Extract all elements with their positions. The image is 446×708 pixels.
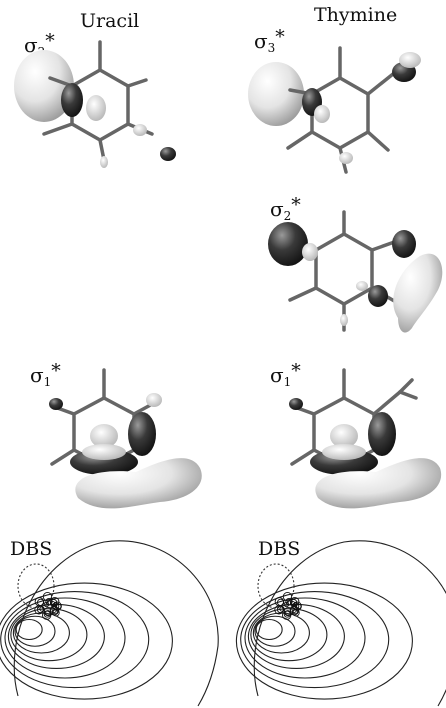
- negative-lobe: [61, 83, 83, 117]
- positive-lobe-small: [339, 152, 353, 164]
- positive-lobe-small: [302, 243, 318, 261]
- contour-line: [253, 540, 446, 707]
- positive-lobe-small: [100, 156, 108, 168]
- column-title-thymine: Thymine: [314, 4, 398, 26]
- positive-lobe: [393, 253, 443, 333]
- uracil-dbs-contour-plot: [0, 540, 219, 707]
- label-thymine-sigma1: σ1*: [270, 360, 301, 389]
- positive-lobe: [248, 62, 304, 126]
- contour-line: [235, 582, 413, 700]
- core-contour-line: [34, 605, 44, 615]
- core-contour-line: [50, 597, 60, 607]
- contour-line: [0, 582, 173, 700]
- positive-lobe-small: [330, 424, 358, 448]
- negative-lobe: [128, 412, 156, 456]
- negative-lobe: [368, 412, 396, 456]
- core-contour-line: [56, 603, 62, 610]
- positive-lobe-small: [322, 444, 366, 460]
- core-contour-line: [282, 610, 292, 620]
- column-title-uracil: Uracil: [80, 10, 140, 32]
- contour-line: [4, 597, 126, 679]
- negative-lobe-small: [289, 398, 303, 410]
- negative-lobe-small: [160, 147, 176, 161]
- label-thymine-sigma3: σ3*: [254, 26, 285, 55]
- contour-line: [255, 618, 283, 641]
- label-uracil-sigma1: σ1*: [30, 360, 61, 389]
- negative-contour-line: [17, 563, 55, 609]
- core-contour-line: [52, 609, 60, 617]
- contour-line: [244, 597, 366, 679]
- core-contour-line: [290, 597, 300, 607]
- core-contour-line: [42, 610, 52, 620]
- core-contour-line: [285, 597, 293, 606]
- negative-contour-line: [257, 563, 295, 609]
- label-thymine-sigma2: σ2*: [270, 194, 301, 223]
- contour-line: [14, 615, 56, 647]
- core-contour-line: [292, 609, 300, 617]
- uracil-sigma2-orbital: [14, 40, 176, 168]
- contour-line: [0, 591, 150, 689]
- thymine-ring-bonds: [286, 46, 400, 174]
- core-contour-line: [274, 605, 284, 615]
- contour-line: [240, 591, 390, 689]
- label-uracil-dbs: DBS: [10, 538, 53, 560]
- positive-lobe-small: [340, 314, 348, 326]
- positive-lobe: [75, 458, 202, 509]
- thymine-sigma1-orbital: [289, 368, 442, 509]
- positive-lobe-small: [314, 105, 330, 123]
- core-contour-line: [45, 597, 53, 606]
- contour-line: [15, 618, 43, 641]
- positive-lobe-small: [133, 124, 147, 136]
- contour-line: [254, 615, 296, 647]
- negative-lobe: [368, 285, 388, 307]
- label-thymine-dbs: DBS: [258, 538, 301, 560]
- positive-lobe-small: [356, 281, 368, 291]
- core-contour-line: [282, 591, 293, 602]
- negative-lobe: [268, 222, 308, 266]
- contour-line: [13, 540, 219, 707]
- thymine-sigma3-orbital: [248, 46, 421, 174]
- positive-lobe: [315, 458, 442, 509]
- positive-lobe-small: [86, 95, 106, 121]
- positive-lobe: [14, 50, 74, 122]
- contour-line: [10, 608, 88, 662]
- negative-lobe-small: [49, 398, 63, 410]
- positive-lobe-small: [146, 393, 162, 407]
- core-contour-line: [42, 591, 53, 602]
- positive-lobe-small: [82, 444, 126, 460]
- thymine-sigma2-orbital: [268, 210, 443, 333]
- positive-lobe-small: [90, 424, 118, 448]
- contour-line: [250, 608, 328, 662]
- positive-lobe-small: [399, 52, 421, 68]
- thymine-ring-bonds: [288, 210, 402, 332]
- thymine-dbs-contour-plot: [235, 540, 446, 707]
- uracil-sigma1-orbital: [49, 368, 202, 509]
- core-contour-line: [296, 603, 302, 610]
- negative-lobe: [392, 230, 416, 258]
